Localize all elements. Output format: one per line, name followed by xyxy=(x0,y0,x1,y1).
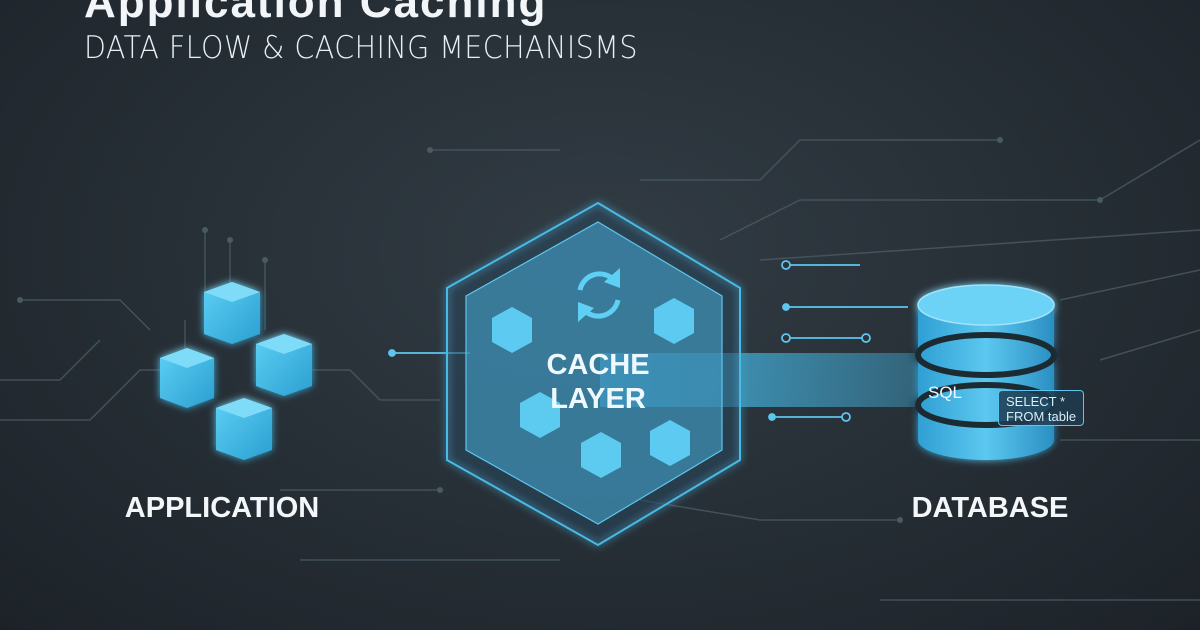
cube xyxy=(160,348,214,408)
cache-layer-label: CACHE LAYER xyxy=(546,348,649,416)
query-line1: SELECT * xyxy=(1006,394,1066,409)
query-box: SELECT * FROM table xyxy=(998,390,1084,426)
cache-block xyxy=(654,298,694,344)
circuit-lines xyxy=(0,139,1200,601)
cache-block xyxy=(520,392,560,438)
cache-block xyxy=(492,307,532,353)
cache-label-line2: LAYER xyxy=(550,383,646,415)
database-label: DATABASE xyxy=(911,492,1069,524)
query-line2: FROM table xyxy=(1006,409,1077,424)
circuit-nodes xyxy=(17,137,1103,523)
database-cylinder xyxy=(915,284,1057,460)
cache-block xyxy=(650,420,690,466)
cache-label-line1: CACHE xyxy=(546,349,650,381)
connector-lines xyxy=(388,260,908,422)
page-subtitle: DATA FLOW & CACHING MECHANISMS xyxy=(84,30,638,66)
cube xyxy=(204,282,260,344)
application-cubes xyxy=(160,282,312,460)
cube xyxy=(216,398,272,460)
application-label: APPLICATION xyxy=(124,492,320,524)
refresh-icon xyxy=(577,268,621,322)
cube xyxy=(256,334,312,396)
page-title: Application Caching xyxy=(84,0,548,27)
cache-layer-hexagon xyxy=(446,201,741,547)
sql-badge: SQL xyxy=(928,383,963,402)
cache-block xyxy=(581,432,621,478)
